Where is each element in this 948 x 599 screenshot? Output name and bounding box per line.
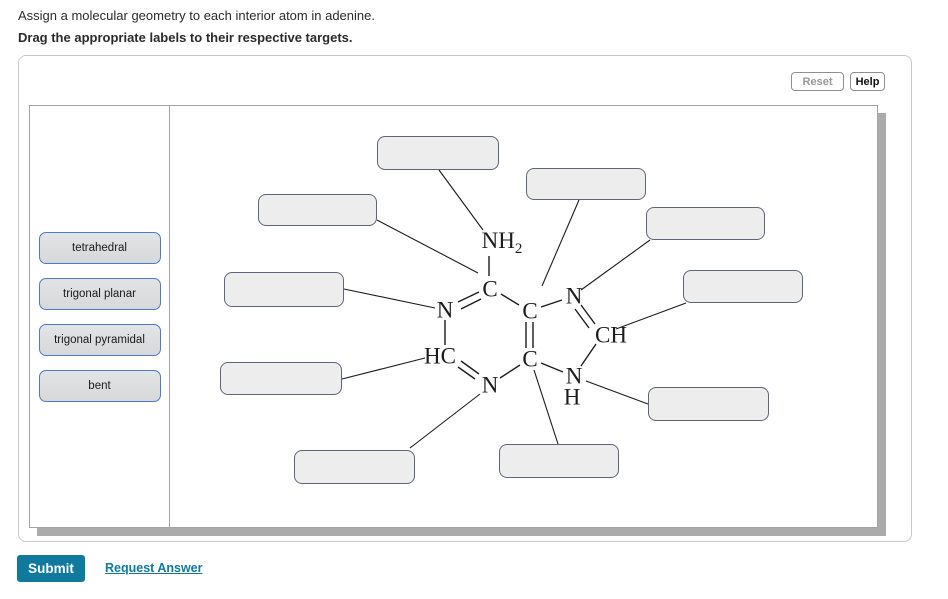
atom-n1: N	[436, 297, 454, 323]
drop-target-c5[interactable]	[526, 168, 646, 200]
drag-prompt: Drag the appropriate labels to their res…	[18, 30, 353, 45]
atom-c8: CH	[595, 322, 627, 348]
drop-target-n1[interactable]	[224, 272, 344, 307]
atom-n3: N	[481, 372, 499, 398]
drop-target-n9[interactable]	[648, 387, 769, 421]
leader-line	[409, 393, 481, 449]
bond-line	[457, 366, 476, 380]
drag-label-bent[interactable]: bent	[38, 370, 161, 402]
atom-c5: C	[522, 298, 538, 324]
drop-target-n3[interactable]	[294, 450, 415, 484]
bond-line	[460, 360, 480, 375]
leader-line	[585, 380, 649, 405]
atom-c2: HC	[424, 343, 456, 369]
bond-line	[540, 299, 563, 308]
bond-line	[580, 304, 596, 325]
request-answer-link[interactable]: Request Answer	[105, 561, 203, 575]
atom-c4: C	[522, 346, 538, 372]
leader-line	[376, 219, 479, 274]
drop-target-c6[interactable]	[258, 194, 377, 226]
drop-target-c2[interactable]	[220, 362, 342, 395]
bond-line	[580, 343, 597, 367]
leader-line	[533, 369, 559, 445]
leader-line	[615, 302, 687, 330]
structure-lines	[341, 169, 687, 449]
drag-label-tetrahedral[interactable]: tetrahedral	[38, 232, 161, 264]
reset-button[interactable]: Reset	[791, 72, 844, 91]
bond-line	[499, 364, 521, 379]
label-bank: tetrahedral trigonal planar trigonal pyram…	[30, 106, 170, 527]
question-panel: Reset Help tetrahedral trigonal planar tri…	[18, 55, 912, 542]
drop-target-amino-n[interactable]	[377, 136, 499, 170]
question-text: Assign a molecular geometry to each inte…	[18, 8, 375, 23]
leader-line	[438, 169, 484, 231]
bond-line	[460, 298, 482, 310]
atom-h9: H	[563, 384, 581, 410]
drop-target-c4[interactable]	[499, 444, 619, 478]
leader-line	[343, 288, 436, 309]
submit-button[interactable]: Submit	[17, 555, 85, 582]
bond-line	[457, 291, 480, 303]
atom-c6: C	[482, 276, 498, 302]
leader-line	[541, 199, 580, 287]
atom-n9: N	[565, 363, 583, 389]
drop-target-c8[interactable]	[683, 270, 803, 303]
help-button[interactable]: Help	[850, 72, 885, 91]
workspace: tetrahedral trigonal planar trigonal pyram…	[29, 105, 878, 528]
drop-target-n7[interactable]	[646, 207, 765, 240]
drag-label-trigonal-planar[interactable]: trigonal planar	[38, 278, 161, 310]
bond-line	[540, 362, 564, 373]
atom-amino-n: NH2	[481, 228, 523, 257]
atom-amino-n-subscript: 2	[514, 241, 523, 257]
leader-line	[580, 239, 651, 291]
leader-line	[341, 357, 426, 380]
drag-label-trigonal-pyramidal[interactable]: trigonal pyramidal	[38, 324, 161, 356]
bond-line	[574, 308, 590, 329]
atom-n7: N	[565, 283, 583, 309]
bond-line	[500, 293, 520, 306]
